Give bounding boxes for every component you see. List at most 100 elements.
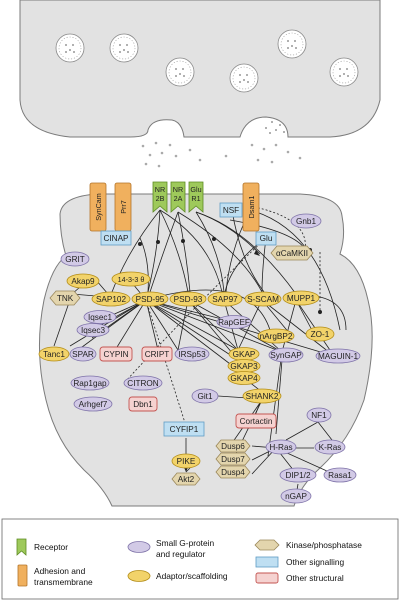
gprotein-maguin1[interactable]: MAGUIN-1 bbox=[315, 348, 361, 364]
gprotein-dip12[interactable]: DIP1/2 bbox=[279, 467, 317, 483]
gprotein-rasa1[interactable]: Rasa1 bbox=[323, 467, 357, 483]
gprotein-gnb1[interactable]: Gnb1 bbox=[290, 213, 322, 229]
grit-label: GRIT bbox=[65, 255, 85, 264]
legend-small-g-line2: and regulator bbox=[156, 549, 206, 559]
adaptor-mupp1[interactable]: MUPP1 bbox=[282, 290, 320, 306]
gprotein-grit[interactable]: GRIT bbox=[60, 251, 90, 267]
git1-label: Git1 bbox=[197, 392, 212, 401]
adaptor-shank2[interactable]: SHANK2 bbox=[242, 388, 282, 404]
vesicle bbox=[165, 57, 195, 87]
receptor-glur1[interactable]: Glu R1 bbox=[188, 181, 204, 213]
gprotein-irsp53[interactable]: IRSp53 bbox=[174, 346, 210, 362]
gprotein-syngap[interactable]: SynGAP bbox=[268, 347, 304, 363]
legend-other-structural: Other structural bbox=[255, 572, 344, 584]
sscam-label: S-SCAM bbox=[247, 295, 279, 304]
glur1-line1: Glu bbox=[190, 185, 201, 194]
citron-label: CITRON bbox=[127, 379, 158, 388]
signal-glu[interactable]: Glu bbox=[255, 231, 277, 246]
adhesion-swatch bbox=[17, 564, 28, 587]
gprotein-nf1[interactable]: NF1 bbox=[306, 407, 332, 423]
adaptor-nargbp2[interactable]: nArgBP2 bbox=[257, 328, 295, 344]
gprotein-arhgef7[interactable]: Arhgef7 bbox=[73, 396, 113, 412]
dusp4-label: Dusp4 bbox=[221, 468, 245, 477]
other-signalling-swatch bbox=[255, 556, 279, 568]
rap1gap-label: Rap1gap bbox=[73, 379, 107, 388]
signal-nsf[interactable]: NSF bbox=[219, 202, 243, 218]
legend-adhesion: Adhesion and transmembrane bbox=[17, 564, 93, 587]
gprotein-citron[interactable]: CITRON bbox=[123, 375, 163, 391]
legend: Receptor Adhesion and transmembrane Smal… bbox=[1, 518, 399, 600]
zo1-label: ZO-1 bbox=[311, 330, 330, 339]
gprotein-git1[interactable]: Git1 bbox=[191, 388, 219, 404]
gprotein-iqsec3[interactable]: Iqsec3 bbox=[76, 323, 110, 337]
kinase-dusp4[interactable]: Dusp4 bbox=[215, 465, 251, 479]
legend-receptor-label: Receptor bbox=[34, 542, 68, 552]
dip12-label: DIP1/2 bbox=[285, 471, 310, 480]
adaptor-tanc1[interactable]: Tanc1 bbox=[38, 346, 70, 362]
vesicle bbox=[229, 63, 259, 93]
adhesion-dsam1[interactable]: Dsam1 bbox=[242, 182, 260, 232]
hras-label: H-Ras bbox=[269, 443, 292, 452]
other-structural-swatch bbox=[255, 572, 279, 584]
fusing-vesicle-dots bbox=[265, 121, 285, 134]
adaptor-gkap3[interactable]: GKAP3 bbox=[227, 359, 261, 373]
gkap4-label: GKAP4 bbox=[230, 374, 258, 383]
receptor-nr2a[interactable]: NR 2A bbox=[170, 181, 186, 213]
adaptor-sap97[interactable]: SAP97 bbox=[207, 291, 243, 307]
adaptor-gkap[interactable]: GKAP bbox=[228, 347, 260, 361]
adaptor-zo1[interactable]: ZO-1 bbox=[305, 326, 335, 342]
syncam-label: SynCam bbox=[94, 193, 103, 221]
kinase-dusp7[interactable]: Dusp7 bbox=[215, 452, 251, 466]
signal-cinap[interactable]: CINAP bbox=[100, 230, 132, 246]
kinase-akt2[interactable]: Akt2 bbox=[171, 472, 201, 486]
legend-small-g-line1: Small G-protein bbox=[156, 538, 215, 548]
gprotein-ngap[interactable]: nGAP bbox=[280, 488, 312, 504]
adaptor-14-3-3[interactable]: 14-3-3 θ bbox=[111, 271, 151, 287]
adaptor-gkap4[interactable]: GKAP4 bbox=[227, 371, 261, 385]
sap102-label: SAP102 bbox=[96, 295, 126, 304]
structural-dbn1[interactable]: Dbn1 bbox=[128, 396, 158, 412]
structural-cortactin[interactable]: Cortactin bbox=[235, 413, 277, 429]
gprotein-spar[interactable]: SPAR bbox=[69, 346, 97, 362]
structural-cypin[interactable]: CYPIN bbox=[99, 346, 133, 362]
legend-adaptor-label: Adaptor/scaffolding bbox=[156, 571, 228, 581]
kinase-dusp6[interactable]: Dusp6 bbox=[215, 439, 251, 453]
structural-cript[interactable]: CRIPT bbox=[141, 346, 173, 362]
nsf-label: NSF bbox=[223, 206, 239, 215]
legend-other-signalling-label: Other signalling bbox=[286, 557, 345, 567]
adhesion-prr7[interactable]: Prr7 bbox=[114, 182, 132, 232]
legend-receptor: Receptor bbox=[16, 538, 68, 556]
kinase-tnk[interactable]: TNK bbox=[49, 290, 81, 306]
adaptor-sap102[interactable]: SAP102 bbox=[91, 291, 131, 307]
nr2a-line2: 2A bbox=[174, 194, 183, 203]
adaptor-psd95[interactable]: PSD-95 bbox=[131, 291, 169, 307]
signal-cyfip1[interactable]: CYFIP1 bbox=[163, 421, 205, 437]
synaptic-vesicles bbox=[55, 29, 359, 134]
shank2-label: SHANK2 bbox=[246, 392, 279, 401]
neurotransmitter-dots bbox=[141, 141, 302, 168]
gprotein-rapgef[interactable]: RapGEF bbox=[216, 315, 252, 329]
adaptor-swatch bbox=[127, 570, 151, 582]
gnb1-label: Gnb1 bbox=[296, 217, 316, 226]
gprotein-rap1gap[interactable]: Rap1gap bbox=[70, 375, 110, 391]
adhesion-syncam[interactable]: SynCam bbox=[89, 182, 107, 232]
kinase-camkii[interactable]: αCaMKII bbox=[270, 245, 314, 261]
spar-label: SPAR bbox=[72, 350, 94, 359]
gprotein-kras[interactable]: K-Ras bbox=[314, 439, 346, 455]
cinap-label: CINAP bbox=[103, 234, 129, 243]
adaptor-pike[interactable]: PIKE bbox=[171, 453, 201, 469]
glu-label: Glu bbox=[260, 234, 273, 243]
akap9-label: Akap9 bbox=[71, 277, 95, 286]
prr7-label: Prr7 bbox=[119, 200, 128, 214]
dusp6-label: Dusp6 bbox=[221, 442, 245, 451]
adaptor-psd93[interactable]: PSD-93 bbox=[169, 291, 207, 307]
gprotein-iqsec1[interactable]: Iqsec1 bbox=[83, 310, 117, 324]
adaptor-sscam[interactable]: S-SCAM bbox=[244, 291, 282, 307]
receptor-nr2b[interactable]: NR 2B bbox=[152, 181, 168, 213]
vesicle bbox=[277, 29, 307, 59]
gprotein-hras[interactable]: H-Ras bbox=[265, 439, 297, 455]
cyfip1-label: CYFIP1 bbox=[170, 425, 199, 434]
adaptor-akap9[interactable]: Akap9 bbox=[66, 273, 100, 289]
